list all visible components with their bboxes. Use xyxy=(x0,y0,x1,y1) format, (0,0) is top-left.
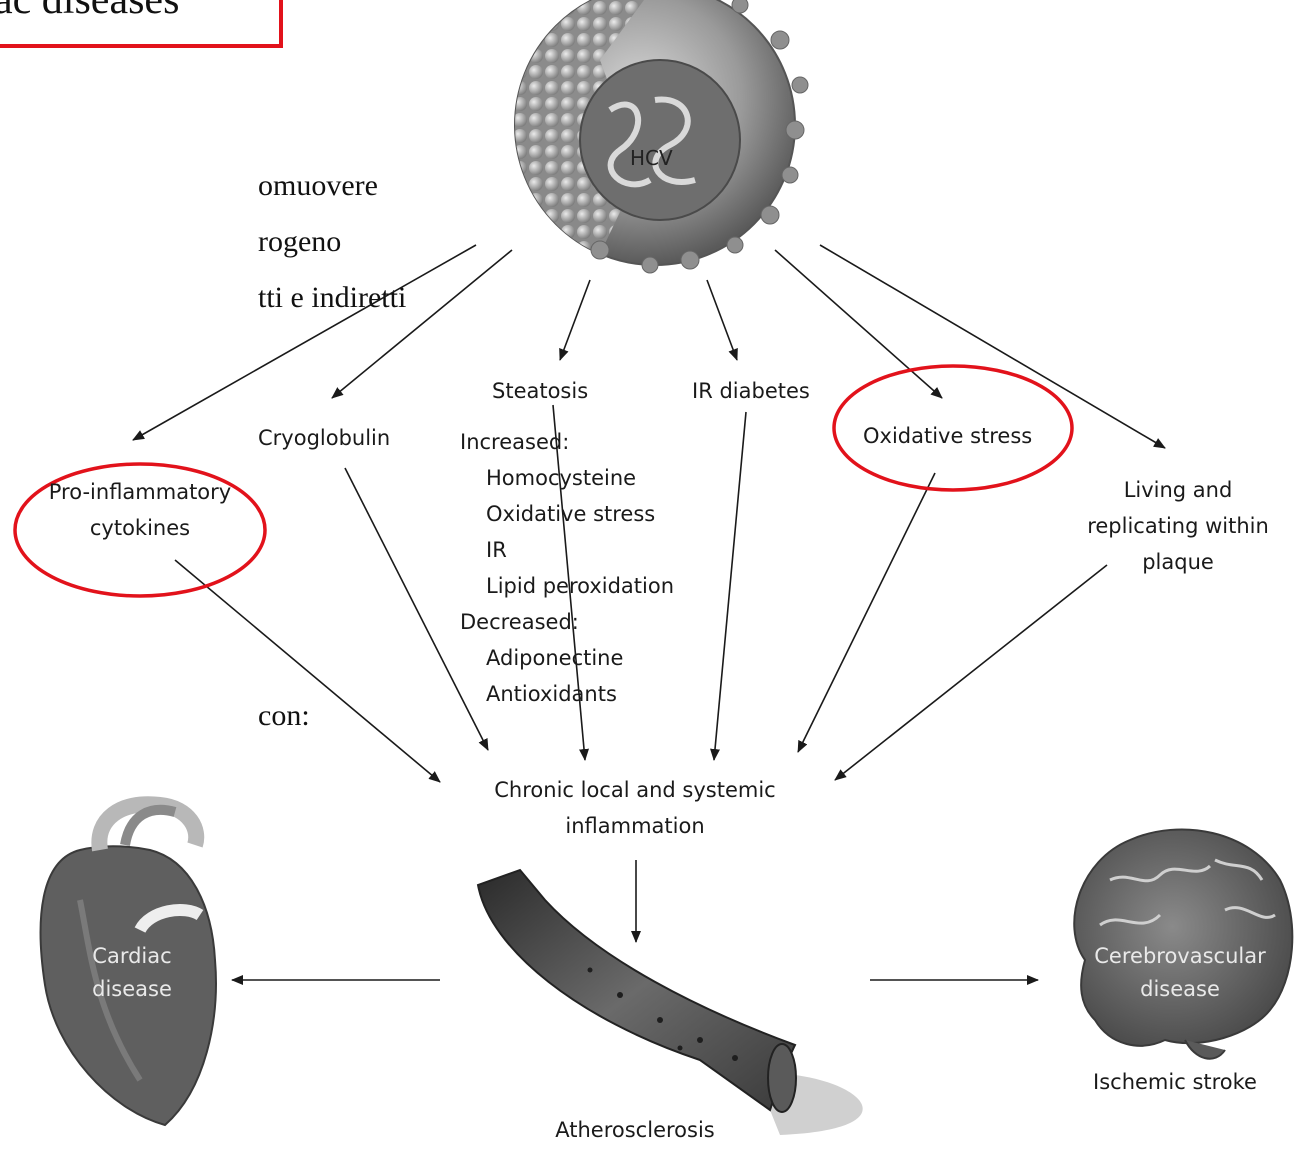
node-pro-inflammatory-cytokines: Pro-inflammatory cytokines xyxy=(30,474,250,546)
cerebrovascular-line-1: Cerebrovascular xyxy=(1075,940,1285,973)
increased-header: Increased: xyxy=(460,424,674,460)
steatosis-details: Increased: Homocysteine Oxidative stress… xyxy=(460,424,674,712)
arrow-ir-inflammation xyxy=(714,412,746,760)
increased-item: Homocysteine xyxy=(460,460,674,496)
cerebrovascular-line-2: disease xyxy=(1075,973,1285,1006)
increased-item: Lipid peroxidation xyxy=(460,568,674,604)
node-plaque: Living and replicating within plaque xyxy=(1068,472,1288,580)
node-ir-diabetes: IR diabetes xyxy=(692,373,810,409)
inflammation-line-1: Chronic local and systemic xyxy=(470,772,800,808)
decreased-header: Decreased: xyxy=(460,604,674,640)
cytokines-line-2: cytokines xyxy=(30,510,250,546)
node-inflammation: Chronic local and systemic inflammation xyxy=(470,772,800,844)
decreased-item: Adiponectine xyxy=(460,640,674,676)
cardiac-line-2: disease xyxy=(62,973,202,1006)
arrow-cytokines-inflammation xyxy=(175,560,440,782)
increased-item: IR xyxy=(460,532,674,568)
node-cryoglobulin: Cryoglobulin xyxy=(258,420,390,456)
cardiac-line-1: Cardiac xyxy=(62,940,202,973)
hcv-virus-icon xyxy=(515,0,808,273)
increased-item: Oxidative stress xyxy=(460,496,674,532)
arrow-plaque-inflammation xyxy=(835,565,1107,780)
node-oxidative-stress: Oxidative stress xyxy=(863,418,1032,454)
node-steatosis: Steatosis xyxy=(492,373,588,409)
hcv-label: HCV xyxy=(630,140,673,176)
arrow-oxidative-inflammation xyxy=(798,473,935,752)
plaque-line-2: replicating within xyxy=(1068,508,1288,544)
plaque-line-3: plaque xyxy=(1068,544,1288,580)
decreased-item: Antioxidants xyxy=(460,676,674,712)
outcome-arrows xyxy=(232,860,1038,980)
node-atherosclerosis: Atherosclerosis xyxy=(530,1112,740,1148)
arrow-hcv-steatosis xyxy=(560,280,590,360)
arrow-hcv-cytokines xyxy=(133,245,476,440)
artery-icon xyxy=(478,870,863,1135)
node-cardiac-disease: Cardiac disease xyxy=(62,940,202,1006)
arrow-hcv-cryoglobulin xyxy=(332,250,512,398)
node-ischemic-stroke: Ischemic stroke xyxy=(1070,1064,1280,1100)
arrow-hcv-ir-diabetes xyxy=(707,280,737,360)
inflammation-line-2: inflammation xyxy=(470,808,800,844)
cytokines-line-1: Pro-inflammatory xyxy=(30,474,250,510)
node-cerebrovascular-disease: Cerebrovascular disease xyxy=(1075,940,1285,1006)
plaque-line-1: Living and xyxy=(1068,472,1288,508)
